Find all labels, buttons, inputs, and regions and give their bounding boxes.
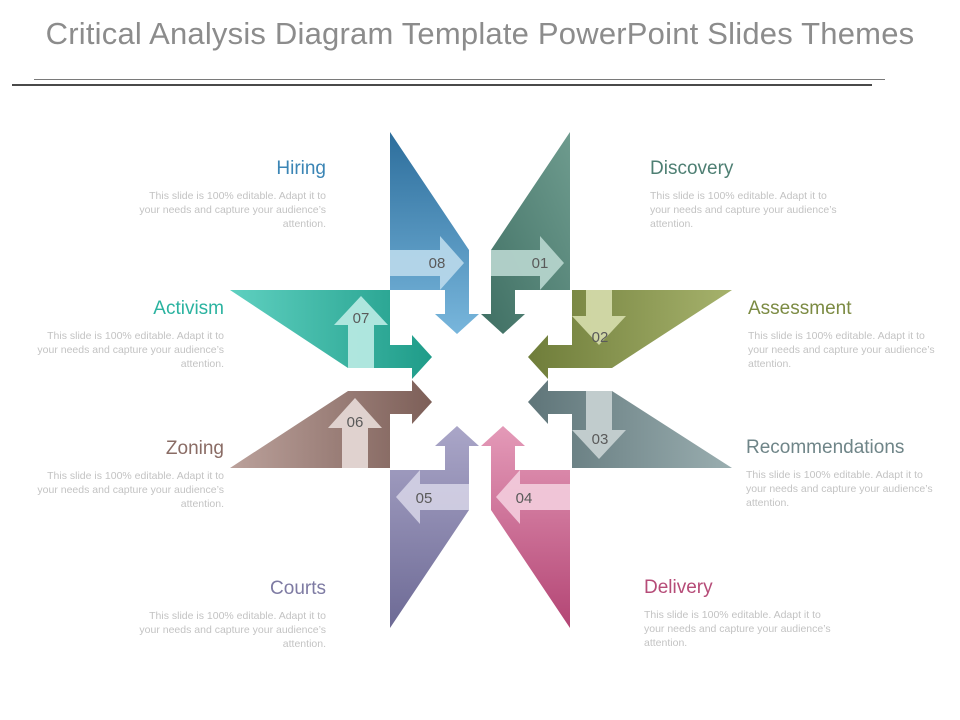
item-block-hiring: Hiring This slide is 100% editable. Adap… [136, 158, 326, 231]
arrow-06: 06 [230, 380, 432, 468]
number-07: 07 [353, 310, 370, 327]
item-title-zoning: Zoning [165, 438, 224, 459]
title-divider-thin [34, 79, 885, 80]
item-title-recommendations: Recommendations [746, 437, 905, 458]
item-block-courts: Courts This slide is 100% editable. Adap… [136, 578, 326, 651]
item-title-discovery: Discovery [650, 158, 734, 179]
number-03: 03 [592, 431, 609, 448]
item-block-delivery: Delivery This slide is 100% editable. Ad… [644, 577, 834, 650]
number-01: 01 [532, 255, 549, 272]
item-block-discovery: Discovery This slide is 100% editable. A… [650, 158, 840, 231]
title-divider-thick [12, 84, 872, 86]
item-block-assessment: Assessment This slide is 100% editable. … [748, 298, 938, 371]
item-body-activism: This slide is 100% editable. Adapt it to… [37, 330, 224, 370]
item-title-courts: Courts [270, 578, 326, 599]
arrow-03: 03 [528, 380, 732, 468]
arrow-02: 02 [528, 290, 732, 379]
number-08: 08 [429, 255, 446, 272]
arrow-07: 07 [230, 290, 432, 379]
item-body-zoning: This slide is 100% editable. Adapt it to… [37, 470, 224, 510]
arrow-04: 04 [481, 426, 570, 628]
item-body-assessment: This slide is 100% editable. Adapt it to… [748, 330, 935, 370]
item-body-hiring: This slide is 100% editable. Adapt it to… [139, 190, 326, 230]
item-body-recommendations: This slide is 100% editable. Adapt it to… [746, 469, 933, 509]
item-body-delivery: This slide is 100% editable. Adapt it to… [644, 609, 831, 649]
item-title-delivery: Delivery [644, 577, 713, 598]
item-title-assessment: Assessment [748, 298, 852, 319]
arrow-05: 05 [390, 426, 479, 628]
arrow-01: 01 [481, 132, 570, 334]
item-block-activism: Activism This slide is 100% editable. Ad… [34, 298, 224, 371]
item-block-zoning: Zoning This slide is 100% editable. Adap… [34, 438, 224, 511]
item-body-courts: This slide is 100% editable. Adapt it to… [139, 610, 326, 650]
arrow-08: 08 [390, 132, 479, 334]
number-02: 02 [592, 329, 609, 346]
item-body-discovery: This slide is 100% editable. Adapt it to… [650, 190, 837, 230]
number-05: 05 [416, 490, 433, 507]
number-06: 06 [347, 414, 364, 431]
item-block-recommendations: Recommendations This slide is 100% edita… [746, 437, 936, 510]
item-title-activism: Activism [153, 298, 224, 319]
item-title-hiring: Hiring [276, 158, 326, 179]
number-04: 04 [516, 490, 533, 507]
page-title: Critical Analysis Diagram Template Power… [45, 16, 915, 51]
